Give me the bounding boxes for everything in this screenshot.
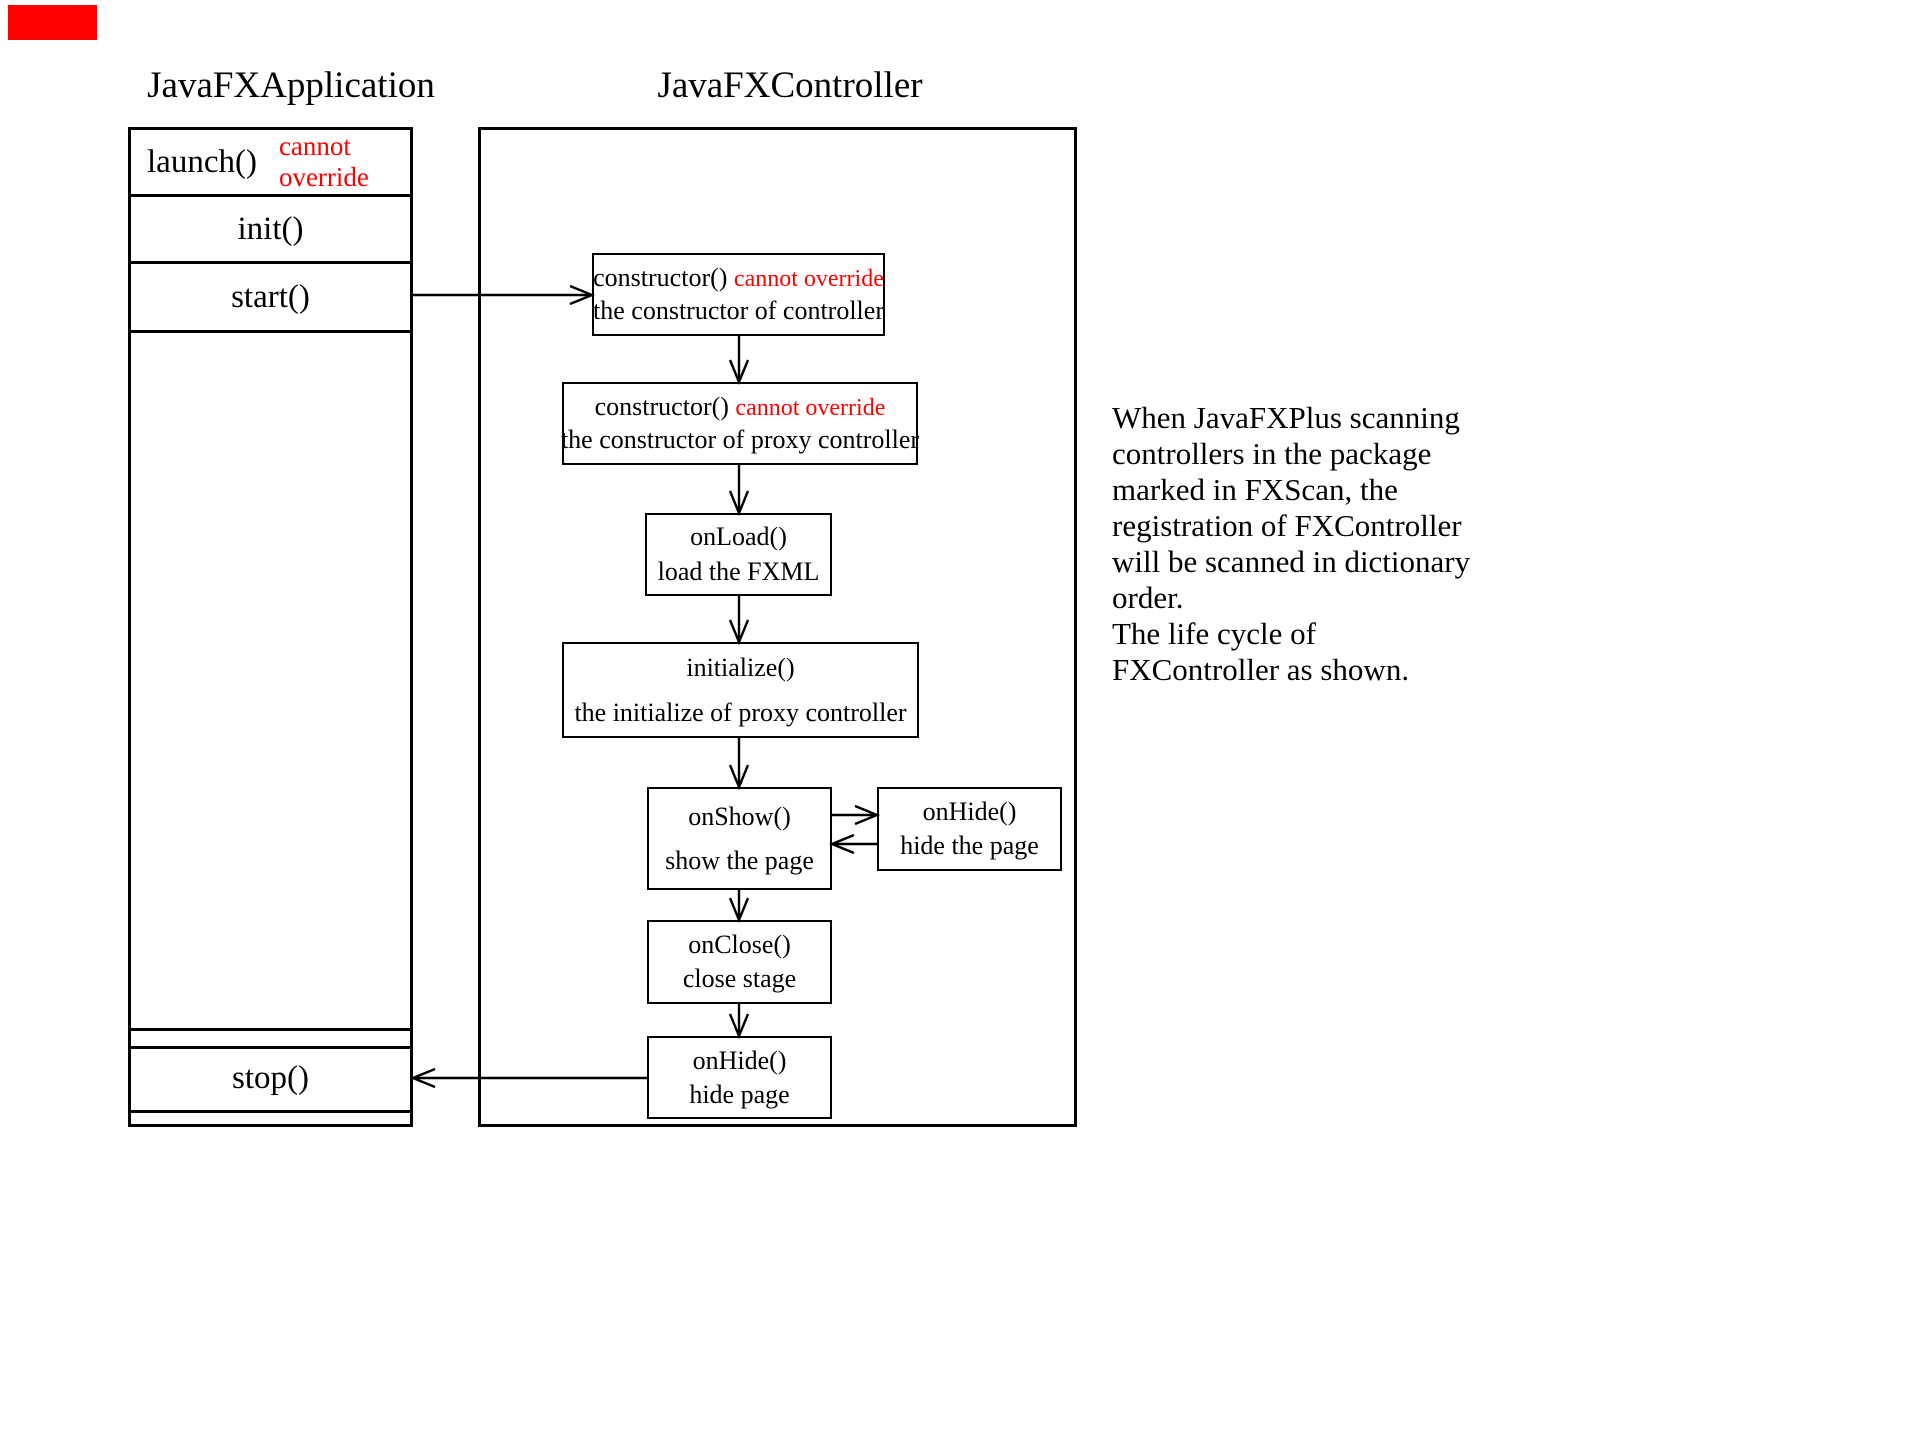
node-method: constructor() bbox=[594, 391, 729, 421]
red-marker-block bbox=[8, 5, 97, 40]
side-note: When JavaFXPlus scanning controllers in … bbox=[1112, 400, 1471, 687]
node-onhide-bottom: onHide() hide page bbox=[647, 1036, 832, 1119]
node-title: constructor() cannot override bbox=[593, 263, 884, 294]
node-desc: the constructor of proxy controller bbox=[560, 425, 920, 455]
node-desc: hide page bbox=[689, 1079, 790, 1109]
node-desc: close stage bbox=[682, 964, 797, 993]
node-initialize: initialize() the initialize of proxy con… bbox=[562, 642, 919, 738]
node-onclose: onClose() close stage bbox=[647, 920, 832, 1004]
node-title: constructor() cannot override bbox=[595, 392, 886, 423]
node-method: onShow() bbox=[688, 801, 791, 831]
stop-label: stop() bbox=[232, 1059, 309, 1096]
cannot-override-note: cannot override bbox=[733, 265, 884, 292]
node-desc: hide the page bbox=[900, 831, 1039, 860]
row-start: start() bbox=[131, 264, 410, 330]
separator bbox=[131, 261, 410, 264]
row-stop: stop() bbox=[131, 1046, 410, 1110]
separator bbox=[131, 194, 410, 197]
row-init: init() bbox=[131, 197, 410, 261]
launch-label: launch() bbox=[147, 143, 257, 180]
launch-cannot-override-note: cannot override bbox=[278, 131, 369, 192]
node-desc: show the page bbox=[665, 845, 814, 875]
separator bbox=[131, 330, 410, 333]
node-onhide-right: onHide() hide the page bbox=[877, 787, 1062, 871]
separator bbox=[131, 1110, 410, 1113]
row-launch: launch() cannot override bbox=[131, 130, 410, 194]
node-desc: load the FXML bbox=[657, 557, 820, 586]
node-constructor-controller: constructor() cannot override the constr… bbox=[592, 253, 885, 336]
node-method: onHide() bbox=[692, 1045, 787, 1075]
node-desc: the initialize of proxy controller bbox=[574, 697, 907, 727]
node-method: onLoad() bbox=[690, 522, 787, 552]
application-lifeline-box: launch() cannot override init() start() … bbox=[128, 127, 413, 1127]
node-constructor-proxy: constructor() cannot override the constr… bbox=[560, 382, 920, 465]
node-onshow: onShow() show the page bbox=[647, 787, 832, 890]
cannot-override-note: cannot override bbox=[735, 394, 886, 421]
application-title: JavaFXApplication bbox=[147, 65, 435, 106]
node-method: onClose() bbox=[688, 930, 791, 960]
node-method: constructor() bbox=[593, 262, 728, 292]
start-label: start() bbox=[231, 278, 310, 315]
separator bbox=[131, 1046, 410, 1049]
node-method: initialize() bbox=[686, 652, 795, 682]
node-onload: onLoad() load the FXML bbox=[645, 513, 832, 596]
node-method: onHide() bbox=[922, 797, 1017, 827]
node-desc: the constructor of controller bbox=[593, 296, 884, 326]
controller-title: JavaFXController bbox=[657, 65, 923, 106]
separator bbox=[131, 1028, 410, 1031]
init-label: init() bbox=[237, 210, 304, 247]
